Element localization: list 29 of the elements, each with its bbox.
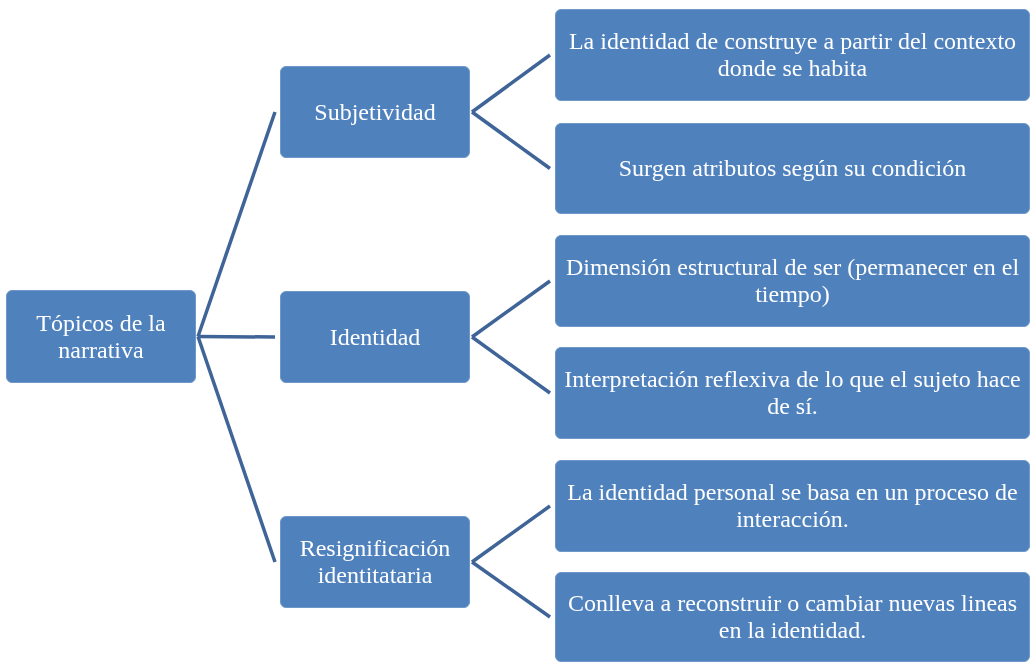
box-text: Conlleva a reconstruir o cambiar nuevas lineas en la identidad. (566, 590, 1019, 644)
topic-box (555, 347, 1030, 439)
connector-line (198, 334, 275, 339)
box-text: La identidad de construye a partir del contexto donde se habita (567, 28, 1018, 82)
box-text: Surgen atributos según su condición (618, 155, 967, 182)
box-text: Interpretación reflexiva de lo que el sujeto hace de sí. (563, 366, 1022, 420)
topic-box (555, 235, 1030, 327)
connector-line (470, 504, 552, 564)
topic-box (6, 290, 196, 383)
topic-box (280, 291, 470, 383)
box-text: Identidad (329, 323, 421, 351)
box-text: Dimensión estructural de ser (permanecer en el tiempo) (564, 254, 1021, 308)
box-text: Tópicos de la narrativa (35, 309, 167, 364)
connector-line (470, 110, 552, 170)
box-text: Resignificación identitataria (298, 535, 452, 589)
connector-line (196, 111, 277, 338)
connector-line (470, 335, 552, 395)
box-text: La identidad personal se basa en un proceso de interacción. (566, 479, 1019, 533)
connector-line (471, 560, 551, 619)
connector-line (196, 335, 277, 563)
connector-line (470, 53, 552, 114)
topic-box (280, 66, 470, 158)
topic-box (555, 460, 1030, 552)
box-text: Subjetividad (314, 98, 436, 126)
topic-box (555, 572, 1030, 662)
topic-box (555, 123, 1030, 214)
topic-box (280, 516, 470, 608)
connector-line (470, 279, 552, 339)
topic-box (555, 9, 1030, 101)
